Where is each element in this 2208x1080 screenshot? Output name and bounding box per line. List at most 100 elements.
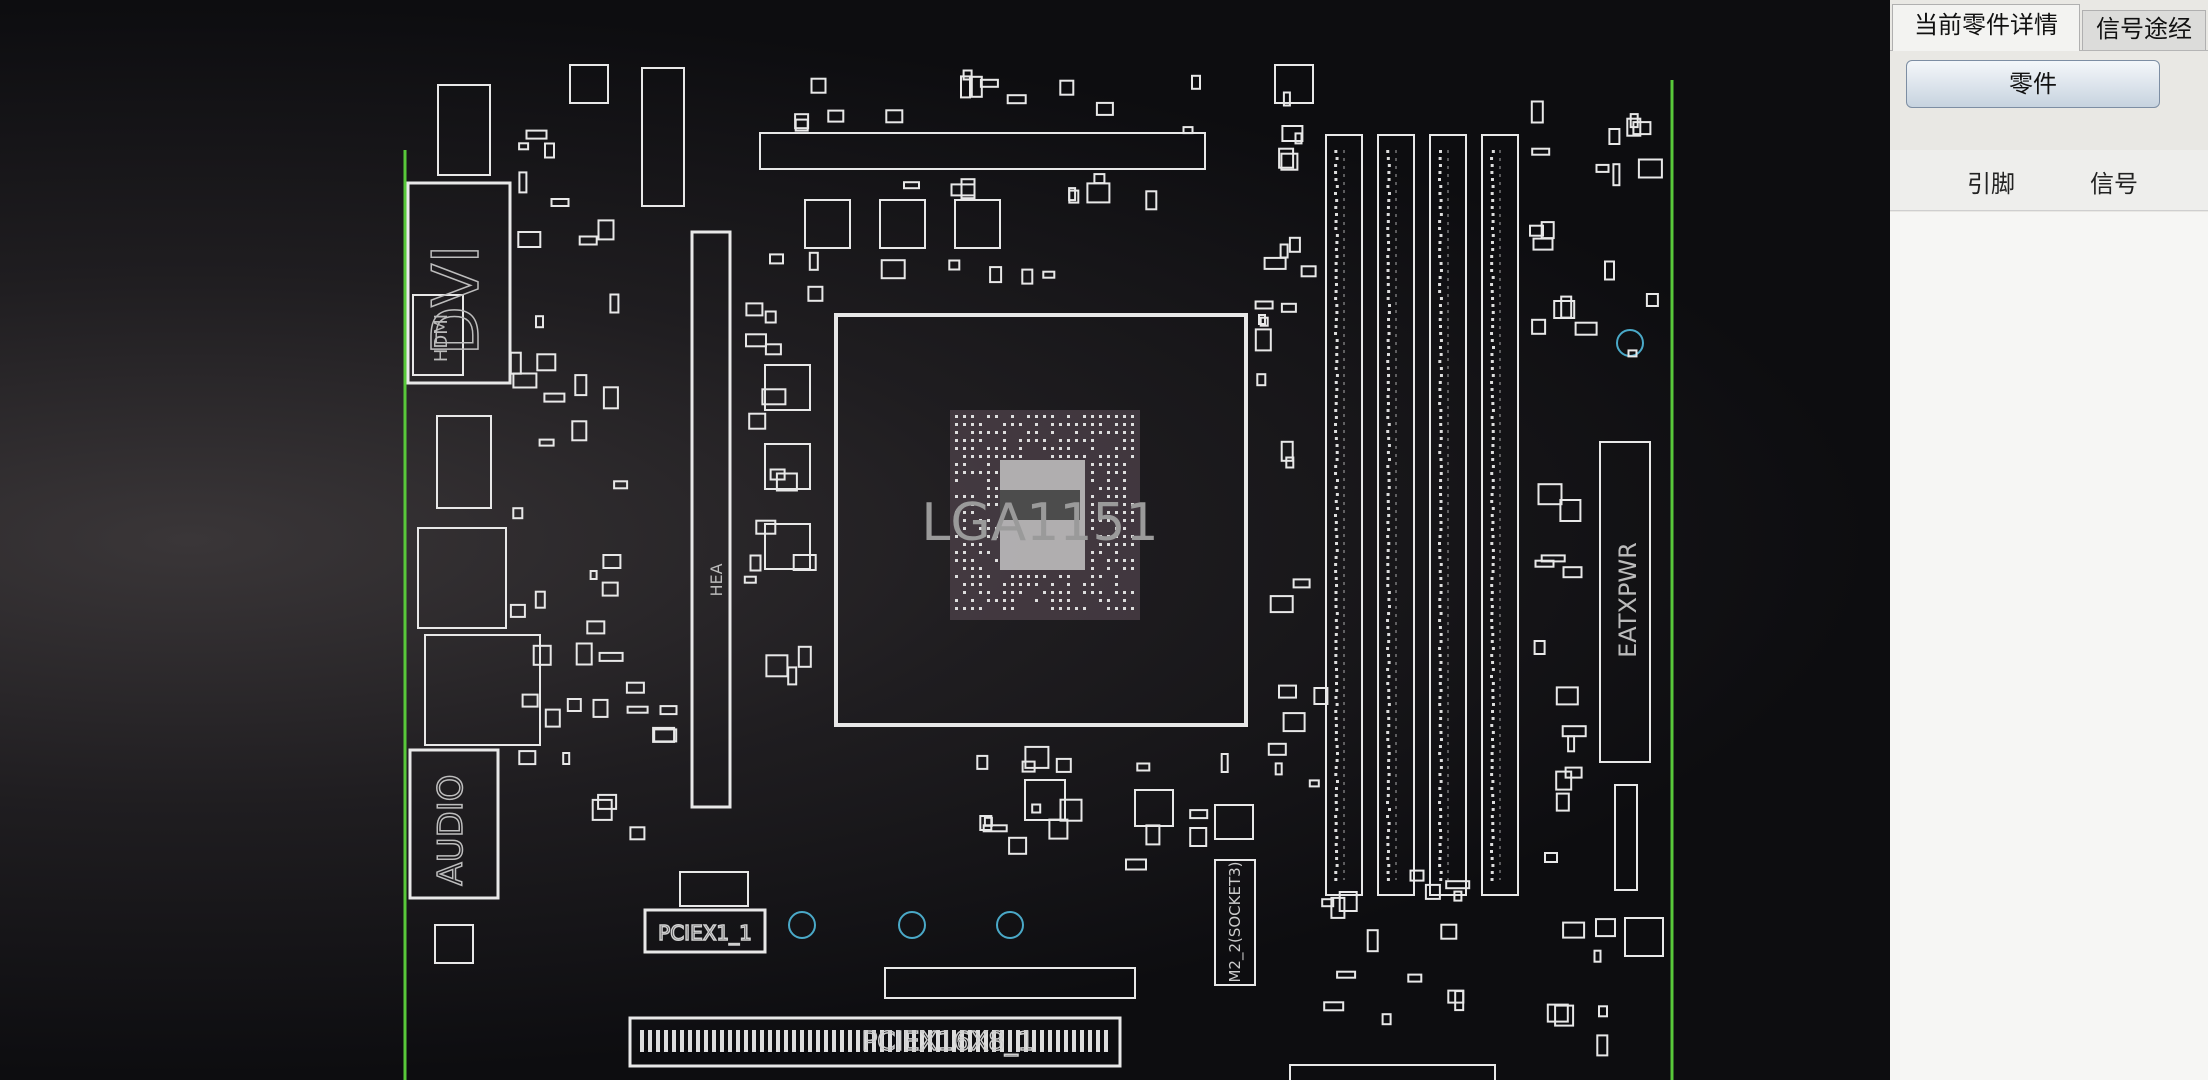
vrm-heatsink[interactable] [690, 230, 732, 809]
smd-component [1256, 373, 1267, 387]
smd-component [512, 372, 538, 389]
smd-component [586, 620, 606, 635]
smd-component [808, 251, 819, 271]
smd-component [1409, 869, 1425, 882]
smd-component [1059, 79, 1075, 96]
smd-component [787, 666, 798, 686]
smd-component [1006, 94, 1027, 105]
smd-component [1595, 918, 1616, 938]
smd-component [1263, 256, 1287, 270]
smd-component [1021, 760, 1036, 773]
smd-component [1278, 147, 1295, 169]
smd-component [589, 570, 598, 580]
smd-component [532, 644, 552, 666]
smd-component [1279, 243, 1289, 259]
smd-component [1626, 117, 1642, 137]
pcie-x1-slot[interactable] [643, 908, 767, 954]
cpu-socket-outline[interactable] [834, 313, 1248, 727]
smd-component [543, 392, 566, 403]
smd-component [1288, 236, 1301, 253]
smd-component [1259, 316, 1269, 327]
smd-component [602, 554, 622, 569]
smd-component [1280, 440, 1294, 462]
dimm-slot-b2[interactable] [1481, 134, 1519, 896]
tab-part-details[interactable]: 当前零件详情 [1892, 4, 2080, 51]
smd-component [535, 315, 544, 329]
smd-component [597, 219, 615, 241]
smd-component [797, 645, 812, 668]
smd-component [1145, 824, 1161, 846]
smd-component [509, 603, 526, 618]
smd-component [1445, 880, 1471, 890]
column-header-signal[interactable]: 信号 [2090, 170, 2138, 198]
smd-component [629, 826, 646, 841]
part-button[interactable]: 零件 [1906, 60, 2160, 108]
smd-component [979, 815, 993, 831]
pin-signal-list[interactable] [1890, 212, 2208, 1080]
smd-component [521, 693, 539, 708]
smd-component [1560, 295, 1573, 319]
smd-component [1529, 224, 1544, 237]
smd-component [1424, 883, 1441, 900]
dimm-slot-a2[interactable] [1377, 134, 1415, 896]
dimm-slot-a1[interactable] [1325, 134, 1363, 896]
smd-component [1086, 182, 1111, 204]
smd-component [1280, 302, 1297, 313]
smd-component [1258, 314, 1266, 325]
smd-component [1313, 687, 1329, 705]
smd-component [976, 754, 989, 770]
smd-component [885, 109, 904, 124]
smd-component [1608, 128, 1621, 145]
smd-component [1294, 132, 1303, 145]
dimm-slot-b1[interactable] [1429, 134, 1467, 896]
smd-component [1555, 770, 1573, 791]
smd-component [1220, 753, 1229, 773]
smd-component [1021, 268, 1034, 285]
smd-component [1632, 121, 1652, 136]
smd-component [518, 750, 537, 766]
smd-component [769, 253, 784, 265]
smd-component [1595, 163, 1610, 173]
smd-component [1546, 1003, 1569, 1023]
smd-component [1031, 803, 1042, 814]
smd-component [755, 519, 777, 535]
smd-component [575, 642, 593, 666]
smd-component [903, 181, 920, 190]
smd-component [1125, 858, 1147, 871]
hdmi-label: HDMI [431, 314, 452, 362]
dvi-hdmi-port[interactable] [406, 181, 512, 385]
smd-component [597, 793, 618, 810]
smd-component [1447, 989, 1465, 1004]
smd-component [1604, 260, 1615, 281]
smd-component [1068, 189, 1080, 204]
smd-component [1323, 1001, 1345, 1012]
smd-component [1555, 792, 1570, 812]
m2-socket[interactable] [1214, 859, 1256, 986]
smd-component [1531, 318, 1547, 335]
smd-component [1562, 566, 1583, 579]
smd-component [1561, 725, 1587, 738]
smd-component [948, 259, 961, 271]
pcie-x16-slot[interactable] [628, 1016, 1122, 1068]
smd-component [1059, 798, 1083, 822]
smd-component [745, 333, 767, 348]
smd-component [1596, 1034, 1609, 1057]
smd-component [1308, 779, 1320, 788]
pcb-board-viewer[interactable]: LGA1151 DVI HDMI EATXPWR HEA AUDIO PCIEX… [0, 0, 1890, 1080]
tab-signal-path[interactable]: 信号途经 [2082, 10, 2206, 50]
smd-component [1531, 147, 1551, 156]
eatx-power-connector[interactable] [1599, 441, 1651, 763]
column-header-pin[interactable]: 引脚 [1967, 170, 2015, 198]
audio-jack[interactable] [408, 748, 500, 900]
smd-component [749, 554, 762, 572]
dvi-label: DVI [420, 245, 494, 356]
smd-component [748, 412, 767, 430]
smd-component [1533, 640, 1546, 655]
smd-component [1540, 554, 1566, 563]
smd-component [1637, 158, 1663, 179]
smd-component [1300, 265, 1317, 278]
smd-component [1338, 891, 1358, 912]
smd-component [602, 386, 619, 410]
smd-component [512, 507, 524, 520]
pcie-x16-label: PCIEX16X8_1 [862, 1027, 1035, 1057]
